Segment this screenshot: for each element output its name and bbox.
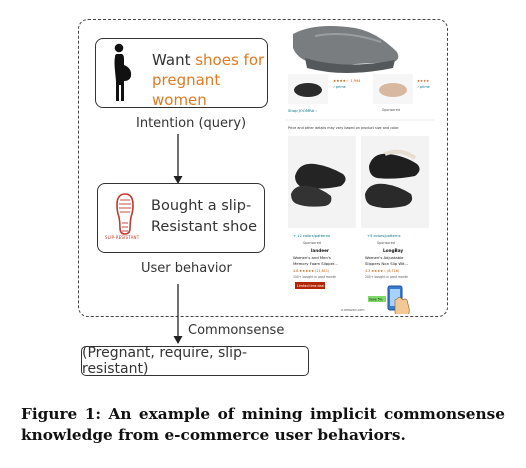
price-notice: Price and other details may vary based o… (288, 126, 399, 130)
thumb1-prime: ✓prime (333, 85, 346, 89)
title-1b[interactable]: Memory Foam Slipper... (293, 261, 338, 266)
deal-badge: Limited time deal (297, 284, 324, 288)
behavior-line-2: Resistant shoe (151, 219, 258, 235)
brand-2: LongBay (383, 248, 403, 253)
svg-text:★★★★: ★★★★ (417, 79, 429, 83)
shoe-sole-icon (116, 193, 134, 235)
title-2a[interactable]: Women's Adjustable (365, 255, 404, 260)
arrow-down-icon (173, 284, 183, 344)
commonsense-box: (Pregnant, require, slip-resistant) (81, 345, 309, 377)
sole-caption: SLIP-RESISTANT (105, 235, 140, 240)
rating-1: 4.6 ★★★★★ (21,811) (293, 269, 329, 273)
colors-2[interactable]: +5 colors/patterns (367, 234, 401, 238)
query-prefix: Want (152, 51, 196, 69)
rating-2: 4.3 ★★★★☆ (6,716) (365, 269, 399, 273)
caption-line-1: Figure 1: An example of mining implicit … (21, 405, 505, 423)
behavior-caption: User behavior (141, 261, 232, 276)
title-1a[interactable]: Women's and Men's (293, 255, 331, 260)
hand-cursor-icon (394, 296, 410, 314)
figure-caption: Figure 1: An example of mining implicit … (21, 404, 505, 446)
arrow-down-icon (173, 134, 183, 184)
save-badge: Save 5% (369, 298, 383, 302)
caption-line-2: knowledge from e-commerce user behaviors… (21, 426, 406, 444)
dashed-frame (78, 19, 448, 317)
sponsored-3: Sponsored (377, 241, 395, 245)
thumb1-rating: ★★★★☆ 1,994 (333, 79, 361, 83)
shop-link[interactable]: Shop JOOMRA › (288, 108, 317, 113)
query-text: Want shoes for pregnant women (152, 50, 267, 110)
pregnant-woman-icon (114, 43, 132, 101)
thumb2-prime: ✓prime (417, 85, 430, 89)
bought-1: 150+ bought in past month (293, 275, 336, 279)
screenshot-footer: a.amazon.com (341, 308, 364, 312)
colors-1[interactable]: + 12 colors/patterns (293, 234, 330, 238)
shopping-screenshot: ★★★★☆ 1,994 ✓prime ★★★★ ✓prime Sponsored… (285, 26, 435, 314)
sponsored-2: Sponsored (303, 241, 321, 245)
commonsense-triple: (Pregnant, require, slip-resistant) (82, 345, 248, 377)
query-box: Want shoes for pregnant women (95, 38, 268, 110)
behavior-line-1: Bought a slip- (151, 198, 252, 214)
query-highlight-1: shoes for (195, 51, 265, 69)
brand-1: landeer (311, 248, 330, 253)
bought-2: 200+ bought in past month (365, 275, 408, 279)
title-2b[interactable]: Slippers Non Slip Wit... (365, 261, 408, 266)
behavior-box: SLIP-RESISTANT Bought a slip- Resistant … (97, 183, 265, 253)
commonsense-label: Commonsense (188, 323, 285, 338)
query-caption: Intention (query) (136, 116, 247, 131)
sponsored-1: Sponsored (382, 108, 400, 112)
behavior-text: Bought a slip- Resistant shoe (151, 196, 257, 238)
query-highlight-2: pregnant women (152, 71, 221, 109)
